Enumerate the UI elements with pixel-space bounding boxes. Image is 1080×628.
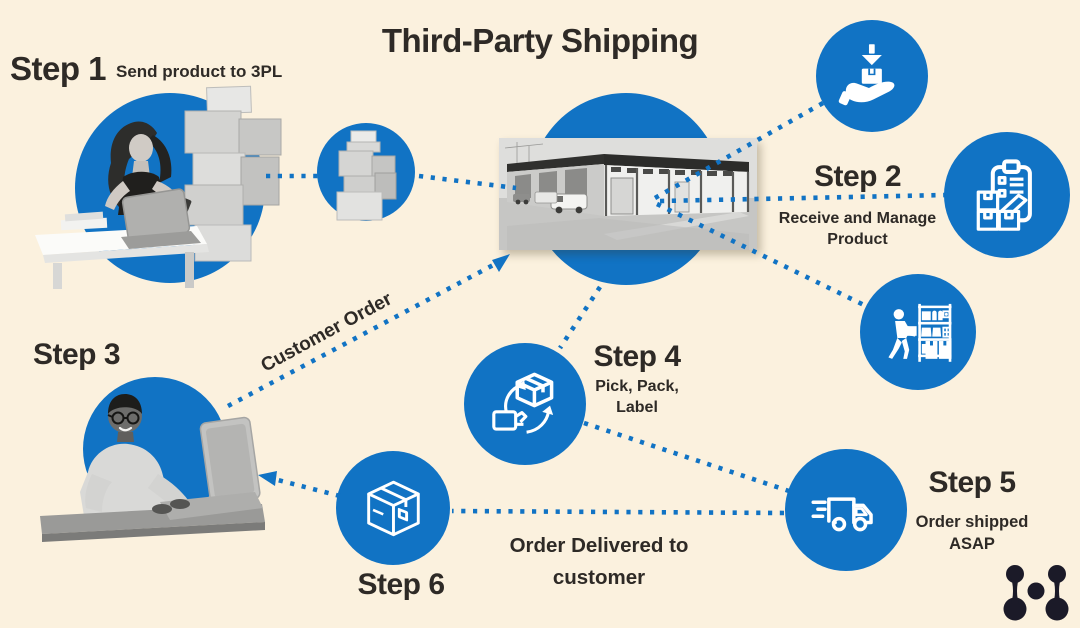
step6-label: Step 6 bbox=[357, 568, 445, 601]
warehouse-photo bbox=[499, 138, 757, 250]
step5-description: Order shipped ASAP bbox=[915, 513, 1029, 553]
boxes-stack-photo bbox=[336, 130, 397, 221]
hand-receive-icon bbox=[836, 40, 908, 112]
molecule-logo-icon bbox=[1003, 565, 1069, 621]
order-delivered-label: Order Delivered to customer bbox=[509, 534, 689, 589]
clipboard-checklist-icon bbox=[967, 155, 1048, 236]
delivery-truck-icon bbox=[807, 471, 885, 549]
step1-description: Send product to 3PL bbox=[116, 62, 283, 81]
customer-order-arrowhead bbox=[492, 254, 510, 272]
man-ordering-photo bbox=[40, 394, 265, 542]
package-box-icon bbox=[357, 472, 430, 545]
connector-step6-step3 bbox=[269, 475, 341, 499]
page-title: Third-Party Shipping bbox=[381, 22, 699, 59]
step3-label: Step 3 bbox=[33, 338, 121, 371]
step4-circle bbox=[464, 343, 586, 465]
warehouse-shelf-icon bbox=[881, 295, 955, 369]
step2-shelf-circle bbox=[860, 274, 976, 390]
step4-description: Pick, Pack, Label bbox=[595, 378, 679, 417]
step5-label: Step 5 bbox=[928, 466, 1016, 499]
pick-pack-icon bbox=[486, 365, 564, 443]
step5-circle bbox=[785, 449, 907, 571]
woman-packing-photo bbox=[35, 85, 282, 289]
step2-description: Receive and Manage Product bbox=[778, 210, 937, 249]
step4-label: Step 4 bbox=[593, 340, 681, 373]
step6-circle bbox=[336, 451, 450, 565]
step2-hand-circle bbox=[816, 20, 928, 132]
connector-step5-step6 bbox=[451, 508, 785, 516]
step2-label: Step 2 bbox=[813, 160, 902, 193]
step2-clipboard-circle bbox=[944, 132, 1070, 258]
step1-label: Step 1 bbox=[10, 50, 107, 87]
customer-order-label: Customer Order bbox=[257, 288, 396, 377]
connector-step4-step5 bbox=[583, 420, 790, 494]
connector-warehouse-step4 bbox=[558, 285, 602, 350]
brand-logo bbox=[1000, 560, 1072, 628]
